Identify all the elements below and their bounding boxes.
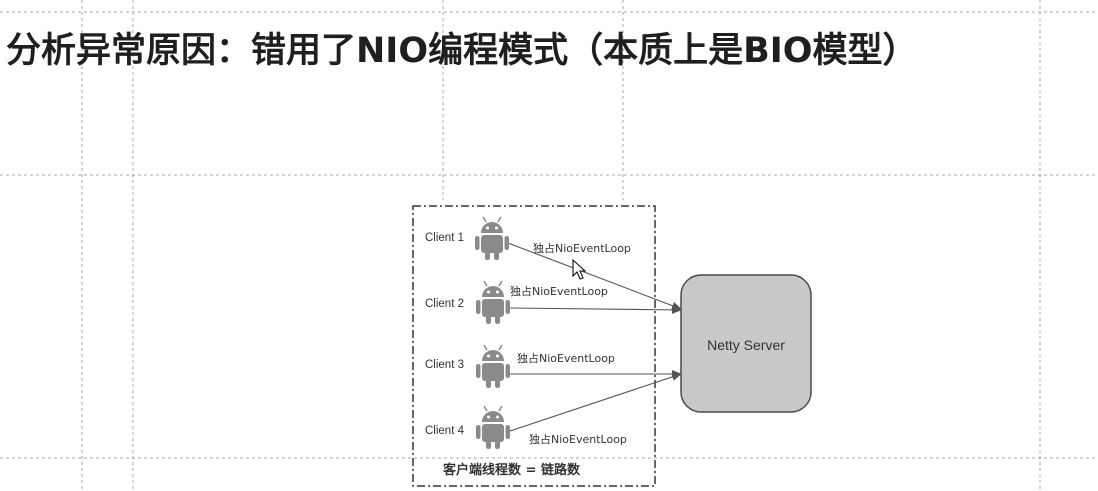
client-label-1: Client 1 <box>425 232 464 244</box>
connection-arrow-2 <box>509 305 682 314</box>
group-caption: 客户端线程数 = 链路数 <box>443 462 581 478</box>
edge-label-1: 独占NioEventLoop <box>533 241 631 255</box>
edge-label-3: 独占NioEventLoop <box>517 351 615 365</box>
android-robot-icon <box>475 405 511 450</box>
connection-arrow-4 <box>509 373 682 432</box>
client-group-box <box>412 205 656 487</box>
edge-label-4: 独占NioEventLoop <box>529 432 627 446</box>
client-label-3: Client 3 <box>425 359 464 371</box>
netty-server-box <box>680 274 812 413</box>
android-robot-icon <box>475 344 511 389</box>
server-label: Netty Server <box>707 337 785 353</box>
slide-title: 分析异常原因：错用了NIO编程模式（本质上是BIO模型） <box>6 31 918 71</box>
connection-arrow-1 <box>507 242 682 310</box>
cursor-icon <box>572 258 587 280</box>
android-robot-icon <box>475 280 511 325</box>
client-label-2: Client 2 <box>425 298 464 310</box>
client-label-4: Client 4 <box>425 425 465 437</box>
android-robot-icon <box>474 216 510 261</box>
edge-label-2: 独占NioEventLoop <box>510 284 608 298</box>
